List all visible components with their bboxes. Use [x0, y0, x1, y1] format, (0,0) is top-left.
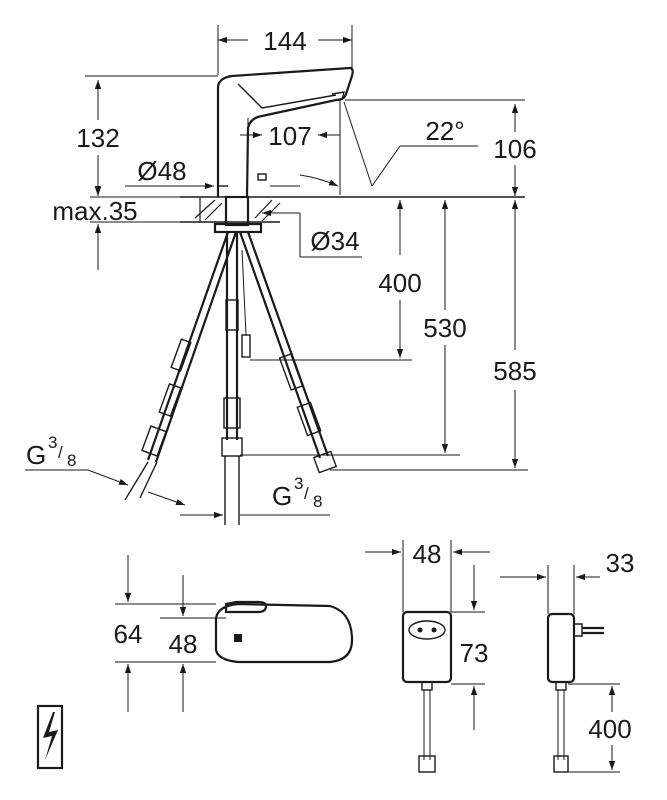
label-width-top: 144: [263, 26, 306, 56]
label-psu-width: 48: [413, 539, 442, 569]
label-angle: 22°: [425, 116, 464, 146]
label-hose-585: 585: [493, 356, 536, 386]
electric-power-icon: [36, 704, 64, 770]
label-hose-400: 400: [378, 268, 421, 298]
label-box-inner: 48: [169, 629, 198, 659]
label-thread-left-num: 3: [48, 433, 57, 452]
dimension-labels: 144 132 107 22° 106 Ø48 max.35 Ø34 400 5…: [26, 26, 634, 744]
label-thread-right-g: G: [272, 481, 292, 511]
label-thread-right-slash: /: [304, 484, 309, 503]
countertop: [180, 195, 525, 234]
control-box: [115, 555, 354, 712]
label-thread-left-slash: /: [58, 443, 63, 462]
label-hole-diameter: Ø34: [310, 226, 359, 256]
label-hose-530: 530: [423, 313, 466, 343]
label-projection: 107: [268, 121, 311, 151]
label-base-diameter: Ø48: [137, 156, 186, 186]
label-thread-left-den: 8: [67, 451, 76, 470]
label-box-height: 64: [114, 619, 143, 649]
label-max-thickness: max.35: [52, 196, 137, 226]
label-cable-length: 400: [588, 714, 631, 744]
supply-hoses: [124, 231, 338, 525]
label-height-spout: 132: [76, 123, 119, 153]
power-supply-front: [365, 540, 490, 773]
label-thread-right-num: 3: [294, 474, 303, 493]
label-outlet-height: 106: [493, 134, 536, 164]
label-thread-right-den: 8: [313, 492, 322, 511]
label-psu-height: 73: [460, 638, 489, 668]
power-supply-side: [500, 565, 620, 773]
label-thread-left-g: G: [26, 440, 46, 470]
dimension-lines-top: [25, 25, 528, 519]
label-plug-depth: 33: [606, 548, 635, 578]
faucet-body: [216, 66, 354, 198]
